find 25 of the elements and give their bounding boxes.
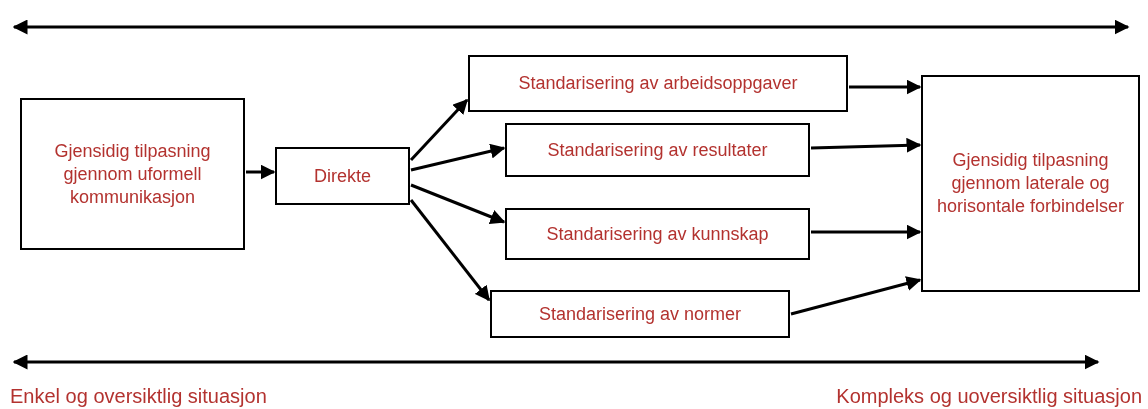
process-box <box>921 75 1140 292</box>
arrow <box>410 143 506 172</box>
arrow <box>810 137 922 153</box>
process-box <box>505 123 810 177</box>
process-box <box>275 147 410 205</box>
arrow <box>790 276 922 316</box>
scale-label: Kompleks og uoversiktlig situasjon <box>836 385 1142 407</box>
box-text: Standarisering av resultater <box>547 138 768 162</box>
arrow <box>246 164 276 180</box>
process-box <box>505 208 810 260</box>
box-text: Standarisering av normer <box>538 302 742 326</box>
box-text: Gjensidig tilpasning gjennom uformell kommunikasjon <box>53 139 212 209</box>
scale-label: Enkel og oversiktlig situasjon <box>10 385 267 407</box>
process-box <box>468 55 848 112</box>
arrow <box>849 79 922 95</box>
arrow <box>409 199 491 302</box>
box-text: Gjensidig tilpasning gjennom laterale og horisontale forbindelser <box>935 149 1126 218</box>
arrow <box>409 98 469 162</box>
box-text: Standarisering av arbeidsoppgaver <box>518 72 798 95</box>
process-box <box>490 290 790 338</box>
arrow <box>811 224 922 240</box>
process-box <box>20 98 245 250</box>
arrow <box>410 183 506 224</box>
box-text: Direkte <box>314 164 371 188</box>
box-text: Standarisering av kunnskap <box>546 222 769 246</box>
